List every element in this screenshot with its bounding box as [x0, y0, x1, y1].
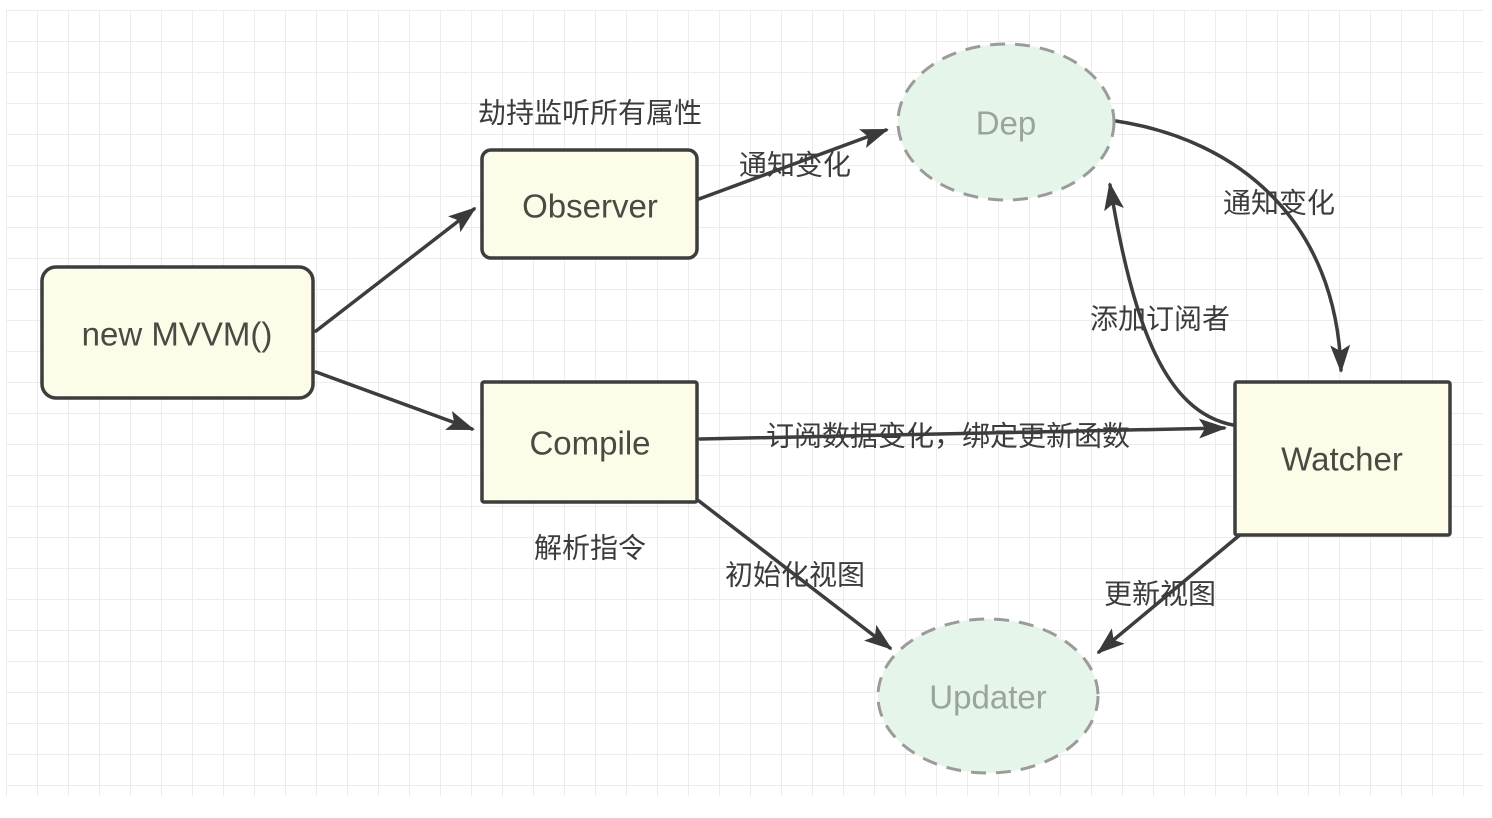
mvvm-node: [40, 265, 315, 400]
compile-to-updater-label: 初始化视图: [725, 560, 865, 591]
watcher-node: [1233, 380, 1452, 537]
compile-node: [480, 380, 699, 504]
edge-watcher-to-dep: [1104, 182, 1235, 427]
dep-to-watcher-label: 通知变化: [1223, 188, 1335, 219]
observer-annotation-label: 劫持监听所有属性: [478, 98, 702, 129]
edge-dep-to-watcher: [1114, 119, 1351, 373]
edge-mvvm-to-observer: [314, 207, 477, 333]
dep-node-label: Dep: [976, 105, 1037, 142]
edge-mvvm-to-compile: [314, 370, 475, 431]
edge-compile-to-updater: [697, 499, 893, 650]
observer-to-dep-label: 通知变化: [739, 150, 851, 181]
watcher-to-dep-label: 添加订阅者: [1090, 304, 1230, 335]
dep-node: [896, 42, 1116, 202]
edge-watcher-to-updater: [1096, 532, 1243, 654]
compile-to-watcher-label: 订阅数据变化，绑定更新函数: [766, 421, 1130, 452]
edge-observer-to-dep: [697, 128, 889, 201]
watcher-node-label: Watcher: [1281, 441, 1403, 478]
observer-node: [480, 148, 699, 260]
compile-node-label: Compile: [529, 425, 650, 462]
updater-node-label: Updater: [929, 679, 1046, 716]
updater-node: [876, 617, 1100, 775]
mvvm-node-label: new MVVM(): [82, 316, 273, 353]
compile-annotation-label: 解析指令: [534, 533, 646, 564]
edge-compile-to-watcher: [698, 418, 1227, 441]
watcher-to-updater-label: 更新视图: [1104, 579, 1216, 610]
observer-node-label: Observer: [522, 188, 658, 225]
